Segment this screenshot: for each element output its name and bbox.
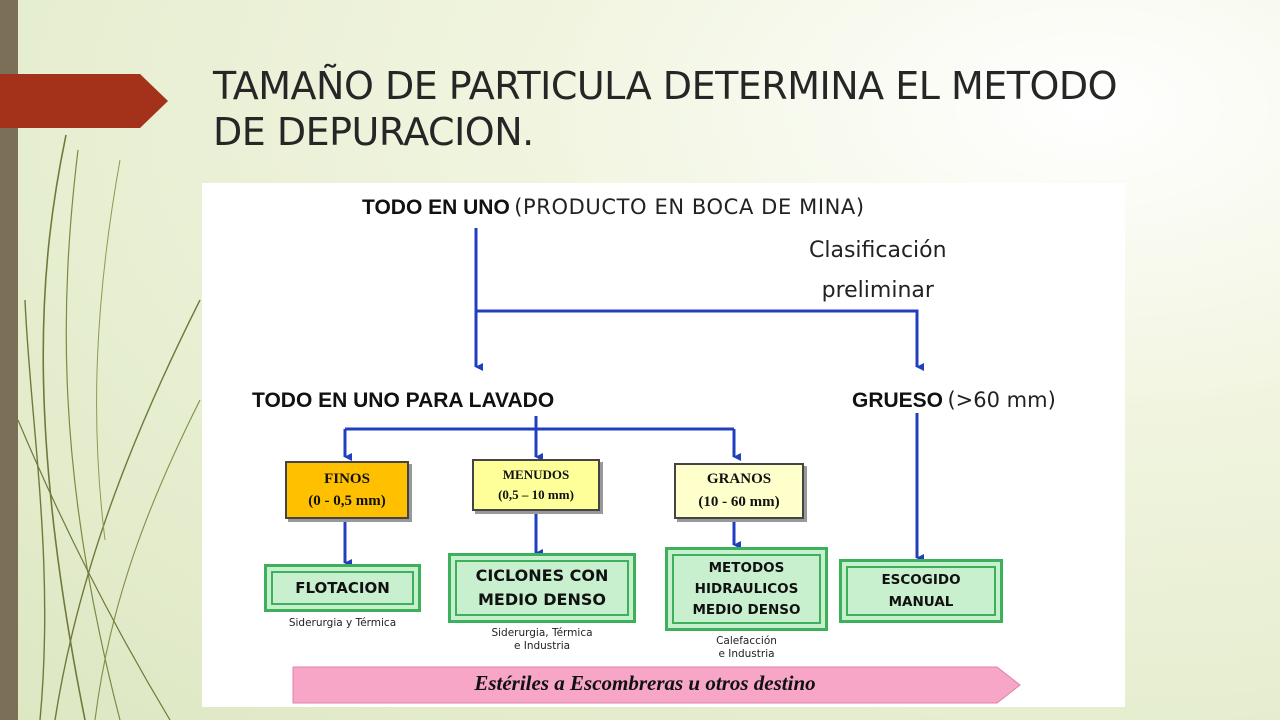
lavado-node: TODO EN UNO PARA LAVADO [252, 389, 555, 412]
escogido-line-2: MANUAL [888, 594, 954, 610]
ciclones-line-1: CICLONES CON [475, 566, 609, 585]
ciclones-note-line-1: Siderurgia, Térmica [491, 627, 593, 639]
granos-range: (10 - 60 mm) [698, 494, 780, 510]
granos-box: GRANOS (10 - 60 mm) [674, 463, 804, 519]
top-node: TODO EN UNO (PRODUCTO EN BOCA DE MINA) [362, 195, 865, 220]
top-node-detail: (PRODUCTO EN BOCA DE MINA) [514, 195, 865, 219]
flow-connectors [292, 228, 1021, 704]
flotacion-note-line-1: Siderurgia y Térmica [288, 617, 397, 629]
hidraulicos-line-1: METODOS [708, 559, 785, 576]
hidraulicos-note-line-1: Calefacción [716, 635, 777, 647]
hidraulicos-box: METODOS HIDRAULICOS MEDIO DENSO [665, 547, 828, 631]
ciclones-note-line-2: e Industria [513, 640, 571, 652]
menudos-box: MENUDOS (0,5 – 10 mm) [472, 459, 600, 511]
ciclones-box: CICLONES CON MEDIO DENSO [448, 553, 636, 623]
hidraulicos-note: Calefacción e Industria [665, 635, 828, 661]
classification-line-1: Clasificación [809, 238, 947, 263]
flow-diagram: TODO EN UNO (PRODUCTO EN BOCA DE MINA) C… [202, 183, 1125, 707]
sterile-banner-shape [292, 666, 1021, 704]
flotacion-note: Siderurgia y Térmica [264, 617, 421, 630]
decorative-lines [17, 134, 201, 720]
finos-box: FINOS (0 - 0,5 mm) [285, 461, 409, 519]
hidraulicos-line-3: MEDIO DENSO [692, 601, 801, 618]
menudos-name: MENUDOS [502, 467, 570, 482]
flotacion-box: FLOTACION [264, 564, 421, 612]
grueso-main: GRUESO [852, 389, 944, 412]
title-arrow-shape [0, 74, 168, 128]
menudos-range: (0,5 – 10 mm) [498, 487, 574, 502]
flotacion-line-1: FLOTACION [295, 579, 390, 597]
slide-title: TAMAÑO DE PARTICULA DETERMINA EL METODO … [213, 64, 1118, 154]
finos-name: FINOS [324, 471, 370, 487]
escogido-box: ESCOGIDO MANUAL [839, 559, 1003, 623]
split-connector [476, 309, 924, 371]
classification-label: Clasificación preliminar [809, 231, 947, 311]
sterile-banner-text: Estériles a Escombreras u otros destino [474, 671, 816, 695]
finos-range: (0 - 0,5 mm) [308, 493, 386, 509]
grueso-detail: (>60 mm) [947, 388, 1056, 412]
ciclones-note: Siderurgia, Térmica e Industria [448, 627, 636, 653]
grueso-node: GRUESO (>60 mm) [852, 388, 1056, 413]
hidraulicos-line-2: HIDRAULICOS [694, 580, 799, 597]
granos-name: GRANOS [706, 471, 772, 487]
ciclones-line-2: MEDIO DENSO [478, 590, 606, 609]
escogido-line-1: ESCOGIDO [881, 572, 961, 588]
hidraulicos-note-line-2: e Industria [718, 648, 775, 660]
classification-line-2: preliminar [821, 278, 934, 303]
sidebar-strip [0, 0, 18, 720]
top-node-main: TODO EN UNO [362, 196, 510, 219]
